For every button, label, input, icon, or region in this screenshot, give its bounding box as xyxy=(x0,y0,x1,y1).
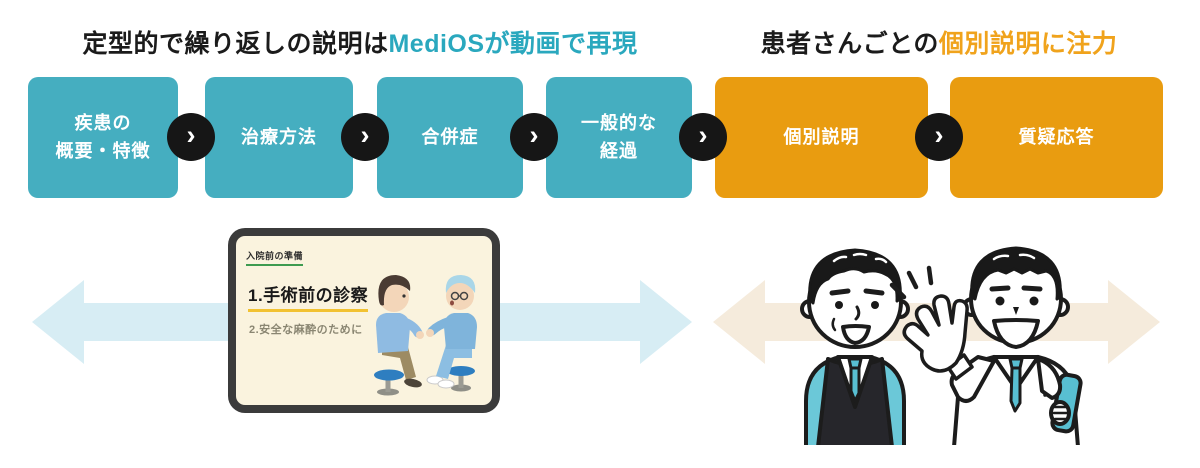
tablet-device: 入院前の準備 1.手術前の診察 2.安全な麻酔のために xyxy=(228,228,500,413)
video-heading-plain: 定型的で繰り返しの説明は xyxy=(82,30,389,58)
video-section-heading: 定型的で繰り返しの説明はMediOSが動画で再現 xyxy=(28,24,692,60)
mini-patient-figure xyxy=(374,275,424,396)
step-disease-overview: 疾患の 概要・特徴 xyxy=(28,77,178,198)
chevron-glyph: › xyxy=(529,119,539,150)
chevron-glyph: › xyxy=(360,119,370,150)
slide-title: 1.手術前の診察 xyxy=(248,281,369,312)
chevron-glyph: › xyxy=(186,119,196,150)
individual-heading-accent: 個別説明に注力 xyxy=(938,30,1118,58)
step-general-course: 一般的な 経過 xyxy=(546,77,692,198)
step-label: 個別説明 xyxy=(783,126,860,147)
doctor-figure xyxy=(889,246,1083,445)
chevron-glyph: › xyxy=(934,119,944,150)
individual-section-heading: 患者さんごとの個別説明に注力 xyxy=(715,24,1163,60)
step-label: 質疑応答 xyxy=(1018,126,1095,147)
step-label: 疾患の 概要・特徴 xyxy=(55,112,151,161)
mini-clinician-figure xyxy=(426,275,477,392)
next-chevron-icon: › xyxy=(679,113,727,161)
next-chevron-icon: › xyxy=(915,113,963,161)
chevron-glyph: › xyxy=(698,119,708,150)
consultation-scene-illustration xyxy=(374,275,477,396)
step-complications: 合併症 xyxy=(377,77,523,198)
slide-subtitle: 2.安全な麻酔のために xyxy=(249,324,363,336)
step-treatment-method: 治療方法 xyxy=(205,77,353,198)
next-chevron-icon: › xyxy=(510,113,558,161)
next-chevron-icon: › xyxy=(167,113,215,161)
step-label: 一般的な 経過 xyxy=(581,112,657,161)
video-heading-accent: MediOSが動画で再現 xyxy=(388,30,638,58)
step-qa-session: 質疑応答 xyxy=(950,77,1163,198)
waving-hand-icon xyxy=(902,294,969,373)
individual-heading-plain: 患者さんごとの xyxy=(760,30,939,58)
step-label: 合併症 xyxy=(421,126,479,147)
step-label: 治療方法 xyxy=(241,126,317,147)
emphasis-lines-icon xyxy=(889,265,934,300)
next-chevron-icon: › xyxy=(341,113,389,161)
patient-figure xyxy=(800,248,910,445)
tablet-screen: 入院前の準備 1.手術前の診察 2.安全な麻酔のために xyxy=(236,236,492,405)
step-individual-explanation: 個別説明 xyxy=(715,77,928,198)
slide-tag: 入院前の準備 xyxy=(246,249,304,266)
doctor-patient-illustration xyxy=(800,246,1083,445)
